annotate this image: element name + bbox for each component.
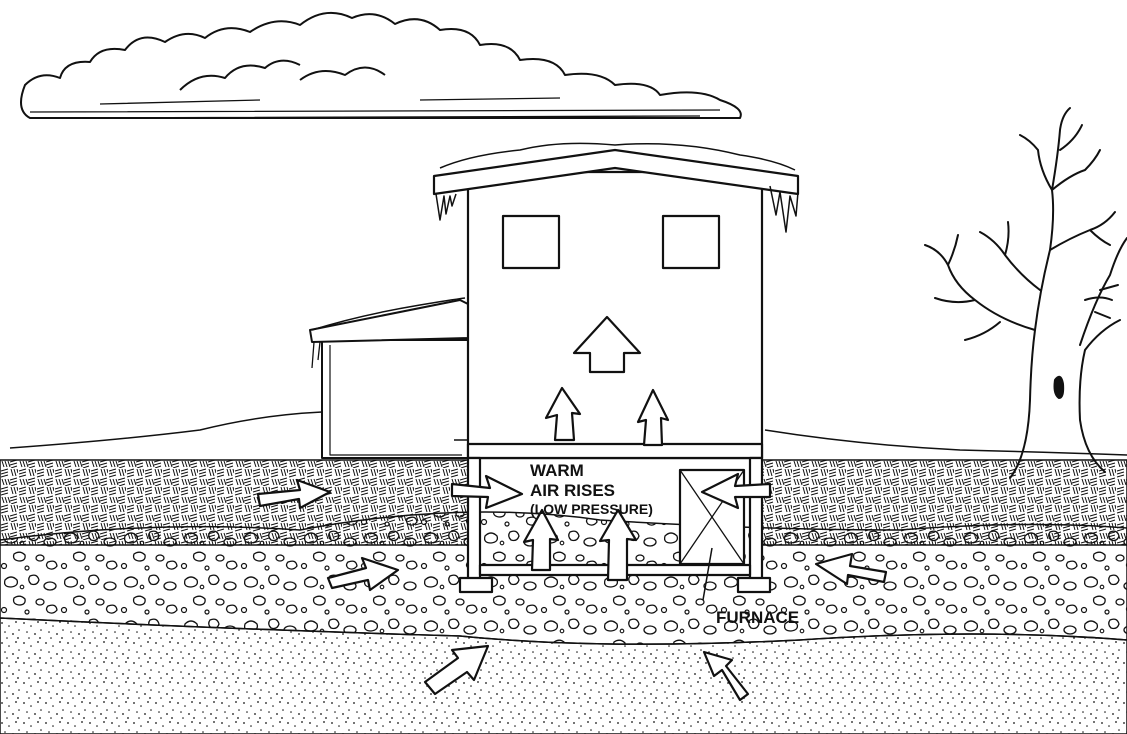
label-furnace: FURNACE (716, 609, 799, 627)
window-left (503, 216, 559, 268)
basement-wall-left (468, 458, 480, 582)
window-right (663, 216, 719, 268)
footing-left (460, 578, 492, 592)
label-low-pressure: (LOW PRESSURE) (530, 502, 653, 517)
label-air-rises: AIR RISES (530, 482, 615, 500)
garage-wing (310, 298, 468, 458)
bare-tree (925, 108, 1127, 478)
label-warm: WARM (530, 462, 584, 480)
footing-right (738, 578, 770, 592)
gravel-layer (0, 512, 1127, 644)
cloud (21, 13, 741, 118)
house (434, 143, 798, 458)
icicles-left (436, 194, 456, 220)
basement-wall-right (750, 458, 762, 582)
